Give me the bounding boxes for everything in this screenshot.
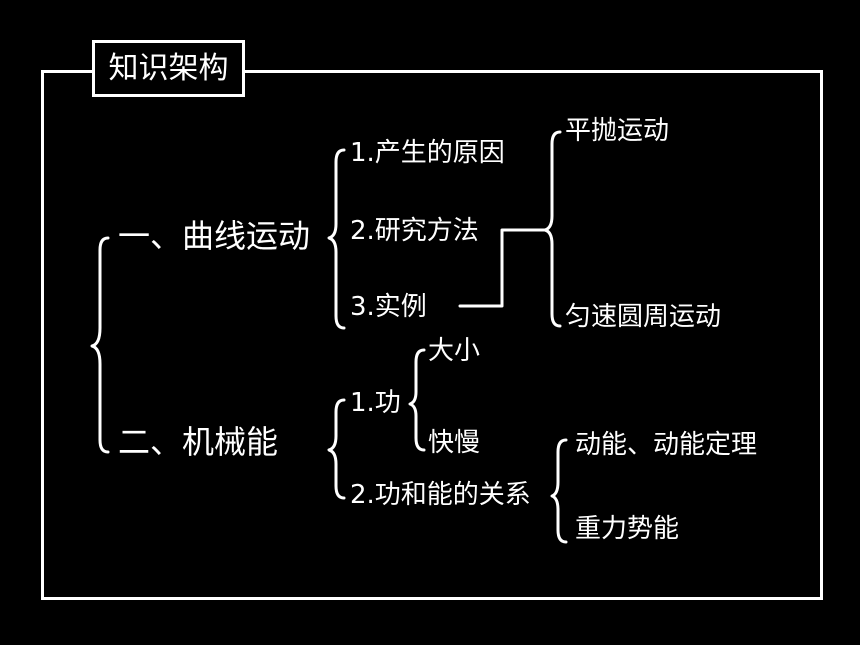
item-work: 1.功 xyxy=(350,388,401,418)
topic-mechanical-energy: 二、机械能 xyxy=(118,423,279,461)
work-magnitude: 大小 xyxy=(428,336,481,366)
diagram-frame xyxy=(41,70,823,600)
topic-curve-motion: 一、曲线运动 xyxy=(118,217,311,255)
connector-example xyxy=(458,228,547,308)
brace-main xyxy=(90,236,110,454)
item-examples: 3.实例 xyxy=(350,292,427,322)
brace-examples xyxy=(543,130,562,328)
work-rate: 快慢 xyxy=(428,428,481,458)
example-circular: 匀速圆周运动 xyxy=(565,302,722,332)
item-method: 2.研究方法 xyxy=(350,216,479,246)
brace-relation xyxy=(550,438,568,544)
diagram-title: 知识架构 xyxy=(92,40,245,97)
brace-work xyxy=(408,348,426,452)
potential-energy: 重力势能 xyxy=(575,514,680,544)
item-work-energy: 2.功和能的关系 xyxy=(350,480,531,510)
brace-curve xyxy=(327,148,346,330)
kinetic-energy: 动能、动能定理 xyxy=(575,430,758,460)
item-cause: 1.产生的原因 xyxy=(350,138,505,168)
brace-energy xyxy=(327,398,346,500)
example-projectile: 平抛运动 xyxy=(565,116,670,146)
